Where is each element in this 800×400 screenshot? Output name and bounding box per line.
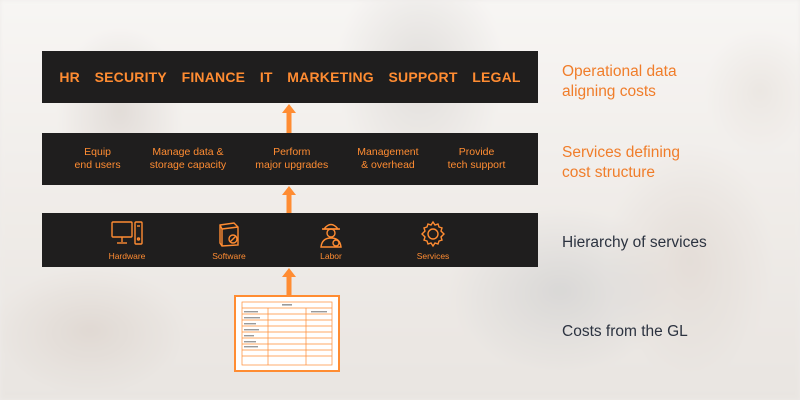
service-equip-end-users: Equip end users xyxy=(74,146,121,171)
label-operational-data: Operational data aligning costs xyxy=(562,63,677,100)
function-security: SECURITY xyxy=(94,69,167,85)
service-tech-support: Provide tech support xyxy=(447,146,506,171)
service-manage-data: Manage data & storage capacity xyxy=(149,146,227,171)
computer-icon xyxy=(111,221,143,245)
function-legal: LEGAL xyxy=(472,69,521,85)
function-hr: HR xyxy=(59,69,80,85)
label-hierarchy-of-services: Hierarchy of services xyxy=(562,234,707,251)
hierarchy-box: Hardware Software Labor Services xyxy=(42,213,538,267)
hierarchy-item-software: Software xyxy=(194,219,264,261)
function-finance: FINANCE xyxy=(181,69,246,85)
software-box-icon xyxy=(219,222,239,247)
services-box: Equip end users Manage data & storage ca… xyxy=(42,133,538,185)
up-arrow-icon xyxy=(282,186,296,213)
hierarchy-item-labor: Labor xyxy=(296,219,366,261)
up-arrow-icon xyxy=(282,104,296,133)
hierarchy-label-software: Software xyxy=(212,251,246,261)
service-major-upgrades: Perform major upgrades xyxy=(255,146,329,171)
hierarchy-label-services: Services xyxy=(416,251,450,261)
function-support: SUPPORT xyxy=(388,69,458,85)
label-costs-from-gl: Costs from the GL xyxy=(562,323,688,340)
worker-icon xyxy=(320,223,342,248)
gear-icon xyxy=(421,220,445,248)
hierarchy-label-labor: Labor xyxy=(320,251,342,261)
hierarchy-item-services: Services xyxy=(398,219,468,261)
up-arrow-icon xyxy=(282,268,296,295)
functions-box: HR SECURITY FINANCE IT MARKETING SUPPORT… xyxy=(42,51,538,103)
label-services-cost-structure: Services defining cost structure xyxy=(562,144,681,181)
function-marketing: MARKETING xyxy=(287,69,374,85)
general-ledger-sheet-icon xyxy=(234,295,340,372)
hierarchy-label-hardware: Hardware xyxy=(108,251,146,261)
function-it: IT xyxy=(259,69,273,85)
service-management-overhead: Management & overhead xyxy=(357,146,419,171)
hierarchy-item-hardware: Hardware xyxy=(92,219,162,261)
